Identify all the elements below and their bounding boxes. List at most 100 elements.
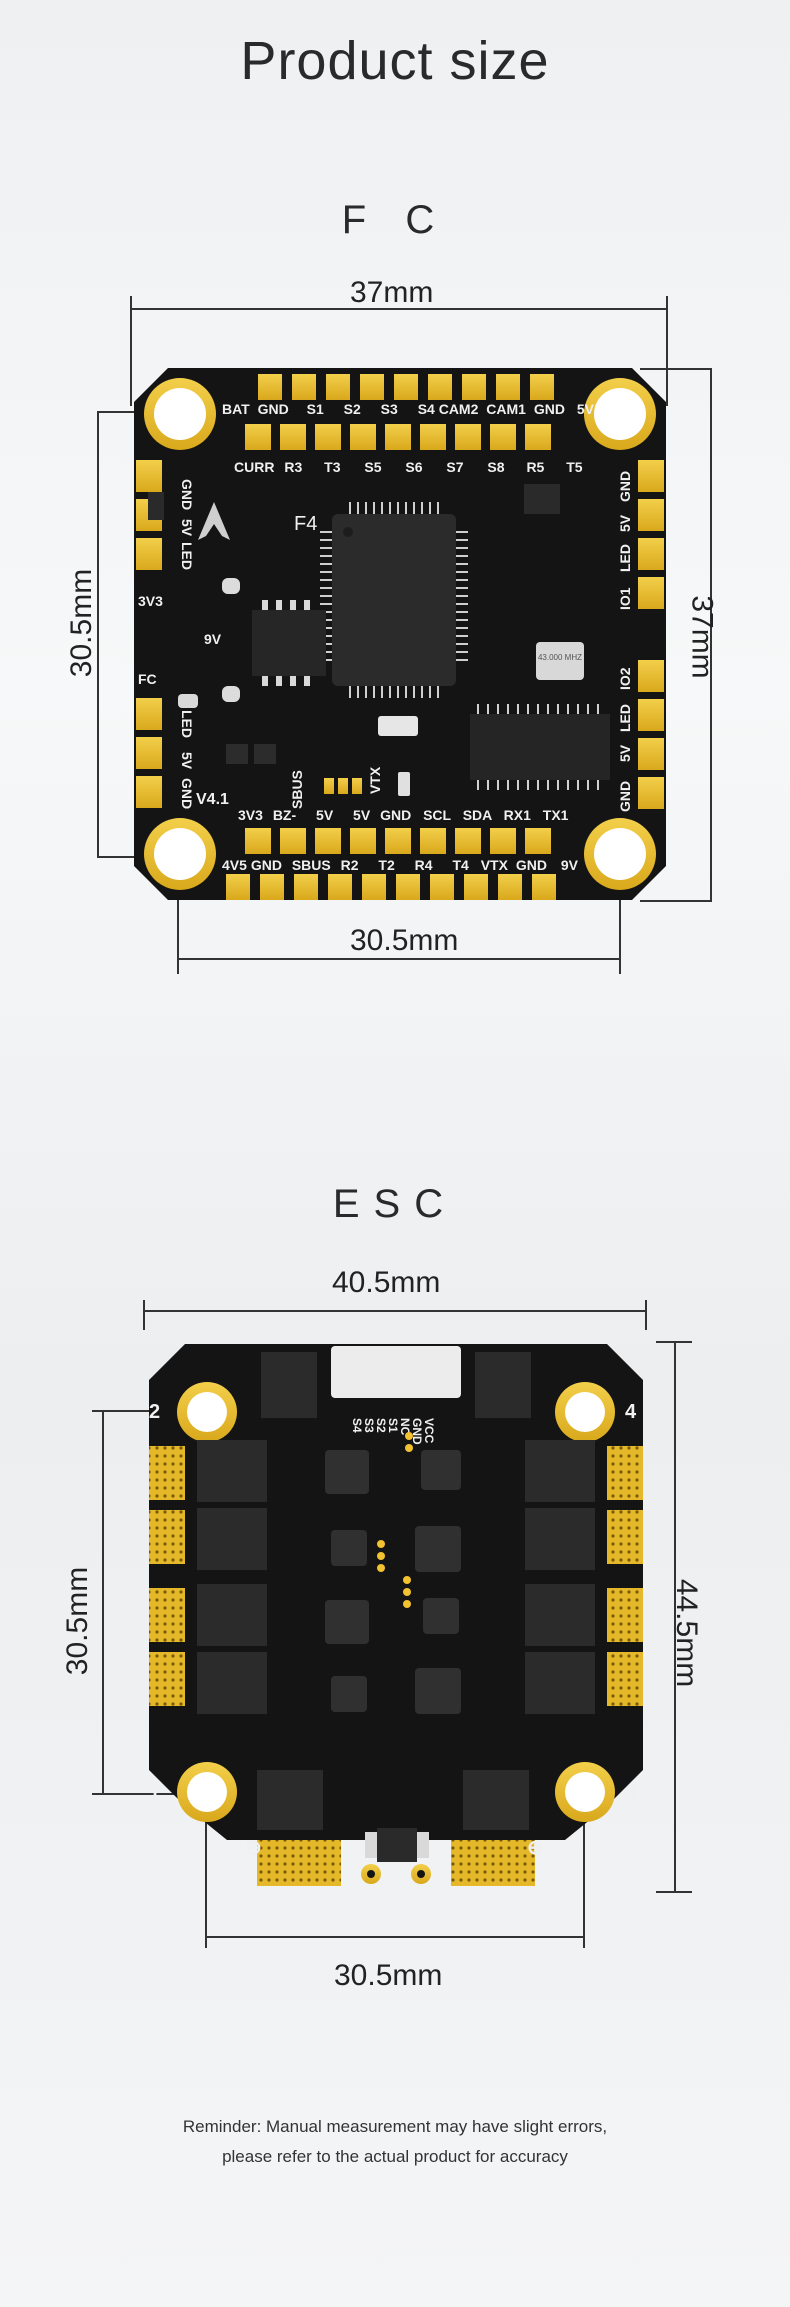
fc-silk-right-bottom-2: 5V: [617, 744, 633, 762]
fc-silk-9v: 9V: [204, 631, 222, 647]
fc-silk-top-row1: BAT GND S1 S2 S3 S4 CAM2 CAM1 GND 5V: [222, 401, 595, 417]
fc-mount-hole-tr: [584, 378, 656, 450]
esc-width-dim-label: 40.5mm: [332, 1266, 441, 1299]
fc-silk-3v3: 3V3: [138, 593, 163, 609]
esc-pin-3: S1: [386, 1418, 400, 1433]
fc-bottom-pads: [226, 828, 556, 900]
esc-mount-hole-2: [177, 1382, 237, 1442]
fc-silk-left-bottom-1: 5V: [179, 752, 195, 770]
fc-silk-bottom-row1: 3V3 BZ- 5V 5V GND SCL SDA RX1 TX1: [238, 807, 569, 823]
fc-silk-right-bottom-3: GND: [617, 781, 633, 812]
fc-mount-hole-tl: [144, 378, 216, 450]
esc-pin-0: S4: [350, 1418, 364, 1433]
fc-board: BAT GND S1 S2 S3 S4 CAM2 CAM1 GND 5V CUR…: [134, 368, 666, 900]
fc-silk-right-bottom-1: LED: [617, 704, 633, 732]
esc-pin-2: S2: [374, 1418, 388, 1433]
fc-hole-h-dim-line: [177, 958, 621, 960]
esc-connector: [331, 1346, 461, 1398]
esc-hole-v-dim-tick-top: [92, 1410, 192, 1412]
esc-inductor: [377, 1828, 417, 1862]
fc-width-dim-tick-left: [130, 296, 132, 406]
esc-hole-v-dim-line: [102, 1410, 104, 1795]
esc-pin-1: S3: [362, 1418, 376, 1433]
esc-hole-h-dim-line: [205, 1936, 585, 1938]
esc-hole-h-dim-tick-left: [205, 1798, 207, 1948]
esc-motor-pads: [149, 1446, 643, 1886]
fc-silk-left-top-2: LED: [179, 542, 195, 570]
esc-mount-hole-4: [555, 1382, 615, 1442]
fc-width-dim-label: 37mm: [350, 276, 434, 309]
fc-height-dim-line: [710, 368, 712, 902]
esc-corner-2: 2: [149, 1401, 160, 1423]
fc-silk-right-top-1: 5V: [617, 514, 633, 532]
fc-gyro-chip: [252, 610, 326, 676]
esc-pin-5: GND: [410, 1418, 424, 1445]
fc-hole-h-dim-tick-left: [177, 862, 179, 974]
esc-height-dim-tick-bottom: [656, 1891, 692, 1893]
esc-corner-4: 4: [625, 1401, 637, 1423]
esc-corner-3: 3: [625, 1783, 636, 1805]
esc-minus-icon: ⊖: [245, 1837, 262, 1859]
fc-height-dim-label: 37mm: [685, 595, 719, 679]
fc-mcu-label: F4: [294, 513, 317, 535]
fc-mcu-chip: [320, 502, 468, 698]
fc-gyro-pins: [262, 600, 310, 686]
fc-silk-left-top-0: GND: [179, 479, 195, 510]
fc-silk-fc: FC: [138, 671, 157, 687]
fc-hole-v-dim-line: [97, 411, 99, 858]
esc-hole-h-dim-tick-right: [583, 1798, 585, 1948]
esc-plus-icon: ⊕: [527, 1837, 544, 1859]
page-title: Product size: [240, 31, 550, 91]
esc-board: S4 S3 S2 S1 NC GND VCC 2 4 1 3: [149, 1344, 643, 1886]
fc-width-dim-line: [130, 308, 668, 310]
fc-hole-v-dim-label: 30.5mm: [65, 568, 99, 678]
fc-silk-right-top-3: IO1: [617, 587, 633, 610]
fc-side-pads: [136, 460, 664, 809]
fc-top-pads: [245, 374, 554, 450]
esc-power-pads: [361, 1864, 431, 1884]
esc-hole-v-dim-label: 30.5mm: [61, 1566, 95, 1676]
esc-width-dim-tick-left: [143, 1300, 145, 1330]
esc-mount-hole-3: [555, 1762, 615, 1822]
reminder-line-2: please refer to the actual product for a…: [222, 2147, 568, 2166]
fc-silk-left-top-1: 5V: [179, 519, 195, 537]
fc-mount-hole-bl: [144, 818, 216, 890]
fc-silk-vtx: VTX: [367, 766, 383, 794]
fc-silk-left-bottom-0: LED: [179, 710, 195, 738]
fc-hole-h-dim-tick-right: [619, 862, 621, 974]
esc-driver-chips: [325, 1450, 461, 1714]
fc-silk-right-top-0: GND: [617, 471, 633, 502]
esc-mosfets: [197, 1352, 595, 1830]
fc-hole-h-dim-label: 30.5mm: [350, 924, 459, 957]
fc-section-label: F C: [341, 198, 449, 242]
fc-silk-sbus: SBUS: [289, 770, 305, 809]
esc-corner-1: 1: [149, 1783, 160, 1805]
fc-height-dim-tick-top: [640, 368, 712, 370]
esc-height-dim-line: [674, 1341, 676, 1893]
esc-section-label: ESC: [332, 1182, 458, 1226]
fc-silk-right-top-2: LED: [617, 544, 633, 572]
fc-mount-hole-br: [584, 818, 656, 890]
fc-silk-top-row2: CURR R3 T3 S5 S6 S7 S8 R5 T5: [234, 459, 583, 475]
fc-version: V4.1: [196, 791, 229, 808]
fc-silk-right-bottom-0: IO2: [617, 667, 633, 690]
fc-osd-chip: [470, 714, 610, 780]
fc-crystal: [536, 642, 584, 680]
esc-height-dim-tick-top: [656, 1341, 692, 1343]
esc-height-dim-label: 44.5mm: [670, 1578, 704, 1688]
esc-pin-4: NC: [398, 1418, 412, 1436]
fc-silk-left-bottom-2: GND: [179, 778, 195, 809]
fc-height-dim-tick-bottom: [640, 900, 712, 902]
fc-width-dim-tick-right: [666, 296, 668, 406]
esc-pin-6: VCC: [422, 1418, 436, 1444]
esc-hole-v-dim-tick-bottom: [92, 1793, 192, 1795]
fc-crystal-label: 43.000 MHZ: [538, 653, 582, 662]
esc-mount-hole-1: [177, 1762, 237, 1822]
esc-hole-h-dim-label: 30.5mm: [334, 1959, 443, 1992]
esc-width-dim-tick-right: [645, 1300, 647, 1330]
fc-silk-bottom-row2: 4V5 GND SBUS R2 T2 R4 T4 VTX GND 9V: [222, 857, 579, 873]
fc-silkscreen: BAT GND S1 S2 S3 S4 CAM2 CAM1 GND 5V CUR…: [138, 401, 633, 873]
esc-width-dim-line: [143, 1310, 647, 1312]
reminder-line-1: Reminder: Manual measurement may have sl…: [182, 2117, 608, 2136]
logo-icon: [198, 502, 230, 540]
